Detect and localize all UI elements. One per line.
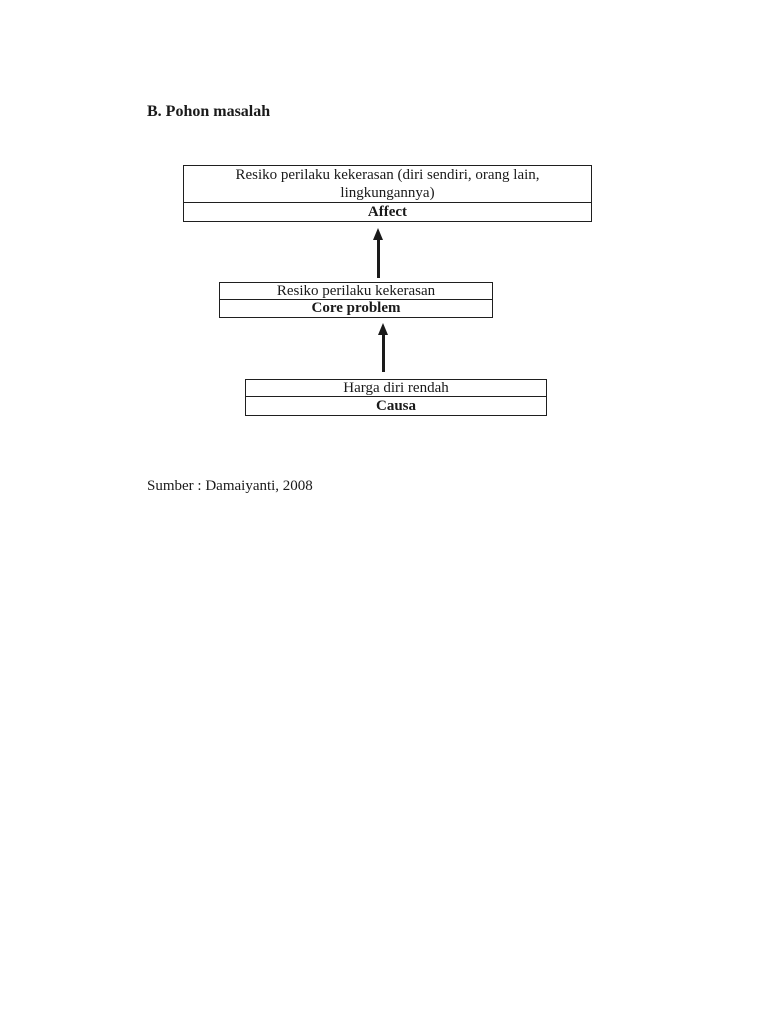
box-label-causa: Causa xyxy=(375,398,416,414)
box-content-affect: Resiko perilaku kekerasan (diri sendiri,… xyxy=(184,166,591,203)
up-arrow-icon xyxy=(377,323,389,372)
diagram-box-causa: Harga diri rendah Causa xyxy=(245,379,547,416)
arrow-shaft xyxy=(376,240,380,278)
section-heading: B. Pohon masalah xyxy=(147,103,271,120)
up-arrow-icon xyxy=(372,228,384,278)
arrow-shaft xyxy=(381,335,385,372)
arrow-head xyxy=(378,323,388,335)
source-citation: Sumber : Damaiyanti, 2008 xyxy=(147,478,313,494)
box-label-core-problem: Core problem xyxy=(311,300,401,316)
box-content-causa: Harga diri rendah xyxy=(246,380,546,397)
box-label-affect: Affect xyxy=(367,204,408,220)
diagram-box-affect: Resiko perilaku kekerasan (diri sendiri,… xyxy=(183,165,592,222)
arrow-head xyxy=(373,228,383,240)
diagram-box-core-problem: Resiko perilaku kekerasan Core problem xyxy=(219,282,493,318)
box-content-core-problem: Resiko perilaku kekerasan xyxy=(220,283,492,300)
